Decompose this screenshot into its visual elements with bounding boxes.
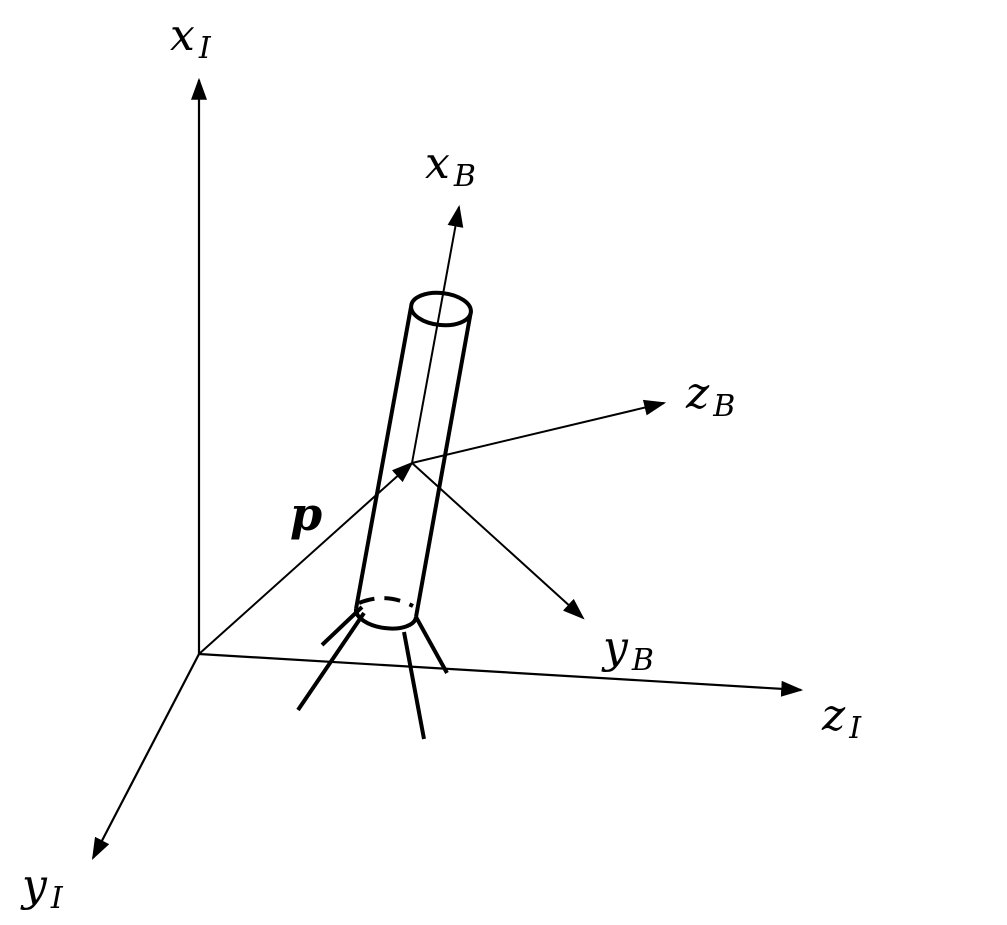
landing-leg-2 xyxy=(320,605,364,647)
landing-leg-3 xyxy=(402,631,426,740)
yB-axis xyxy=(411,462,585,620)
xB-axis xyxy=(411,204,464,464)
zI-axis xyxy=(198,652,804,697)
rocket-bottom-rim-front xyxy=(353,608,418,631)
label-p: p xyxy=(290,487,322,541)
rocket-bottom-rim-back xyxy=(358,596,414,608)
zB-axis xyxy=(411,399,667,464)
landing-leg-1 xyxy=(296,611,366,712)
yI-axis xyxy=(91,653,200,860)
rocket-body xyxy=(353,290,473,631)
landing-leg-4 xyxy=(414,616,449,674)
landing-legs xyxy=(296,605,449,740)
